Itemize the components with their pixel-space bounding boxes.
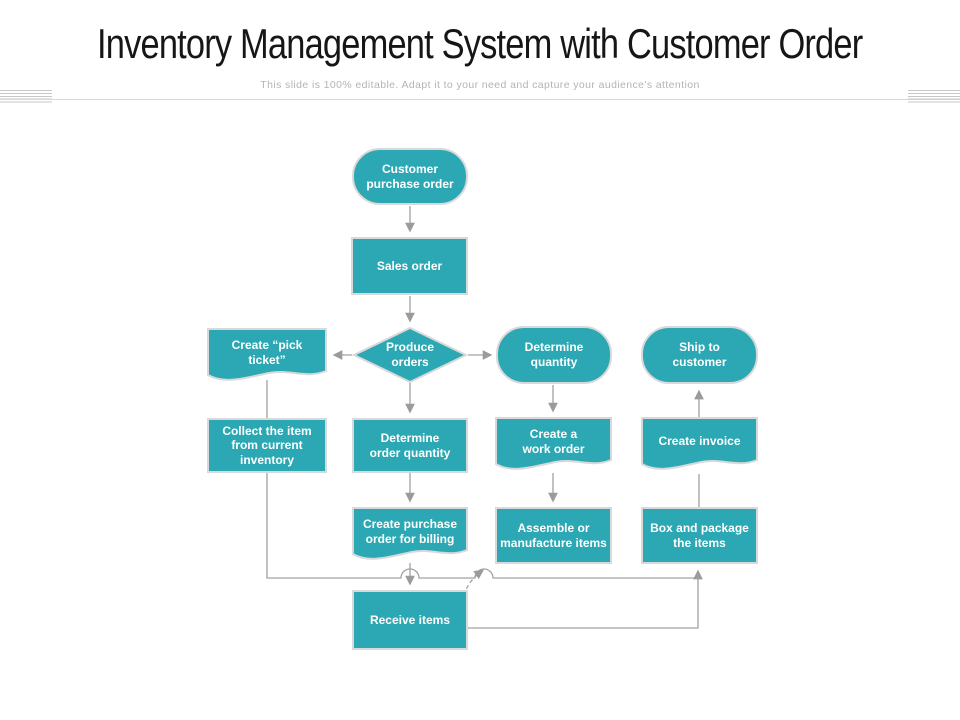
node-create-po-billing: Create purchase order for billing: [352, 507, 468, 565]
node-label: Customer purchase order: [366, 161, 454, 191]
node-label: Produce orders: [385, 340, 434, 369]
header: Inventory Management System with Custome…: [0, 20, 960, 68]
divider-ornament-right: [908, 90, 960, 104]
node-label: Box and package the items: [650, 520, 749, 550]
divider-ornament-left: [0, 90, 52, 104]
page-subtitle: This slide is 100% editable. Adapt it to…: [260, 79, 700, 91]
node-create-work-order: Create a work order: [495, 417, 612, 475]
node-label: Determine order quantity: [369, 430, 451, 460]
wave-shape: [207, 328, 327, 386]
diamond-shape: [352, 327, 468, 383]
node-label: Assemble or manufacture items: [500, 520, 607, 550]
node-determine-order-quantity: Determine order quantity: [352, 418, 468, 473]
node-customer-purchase-order: Customer purchase order: [352, 148, 468, 205]
node-assemble-items: Assemble or manufacture items: [495, 507, 612, 564]
page-title: Inventory Management System with Custome…: [97, 20, 863, 67]
edge-collect-to-boxpackage: [266, 473, 703, 580]
node-label: Sales order: [376, 258, 443, 273]
wave-shape: [352, 507, 468, 565]
node-label: Determine quantity: [524, 340, 584, 369]
node-label: Create invoice: [658, 434, 741, 449]
node-box-package: Box and package the items: [641, 507, 758, 564]
node-label: Ship to customer: [672, 340, 727, 369]
node-create-pick-ticket: Create “pick ticket”: [207, 328, 327, 386]
wave-shape: [641, 417, 758, 475]
node-label: Create purchase order for billing: [362, 516, 458, 546]
node-collect-item: Collect the item from current inventory: [207, 418, 327, 473]
node-produce-orders: Produce orders: [352, 327, 468, 383]
divider-line: [0, 99, 960, 100]
node-label: Create a work order: [522, 426, 585, 456]
node-receive-items: Receive items: [352, 590, 468, 650]
node-label: Create “pick ticket”: [231, 337, 303, 367]
node-ship-to-customer: Ship to customer: [641, 326, 758, 384]
edge-receive-to-boxpackage: [468, 578, 699, 629]
node-label: Receive items: [369, 612, 451, 627]
node-determine-quantity: Determine quantity: [496, 326, 612, 384]
node-label: Collect the item from current inventory: [222, 423, 312, 467]
node-sales-order: Sales order: [351, 237, 468, 295]
node-create-invoice: Create invoice: [641, 417, 758, 475]
wave-shape: [495, 417, 612, 475]
